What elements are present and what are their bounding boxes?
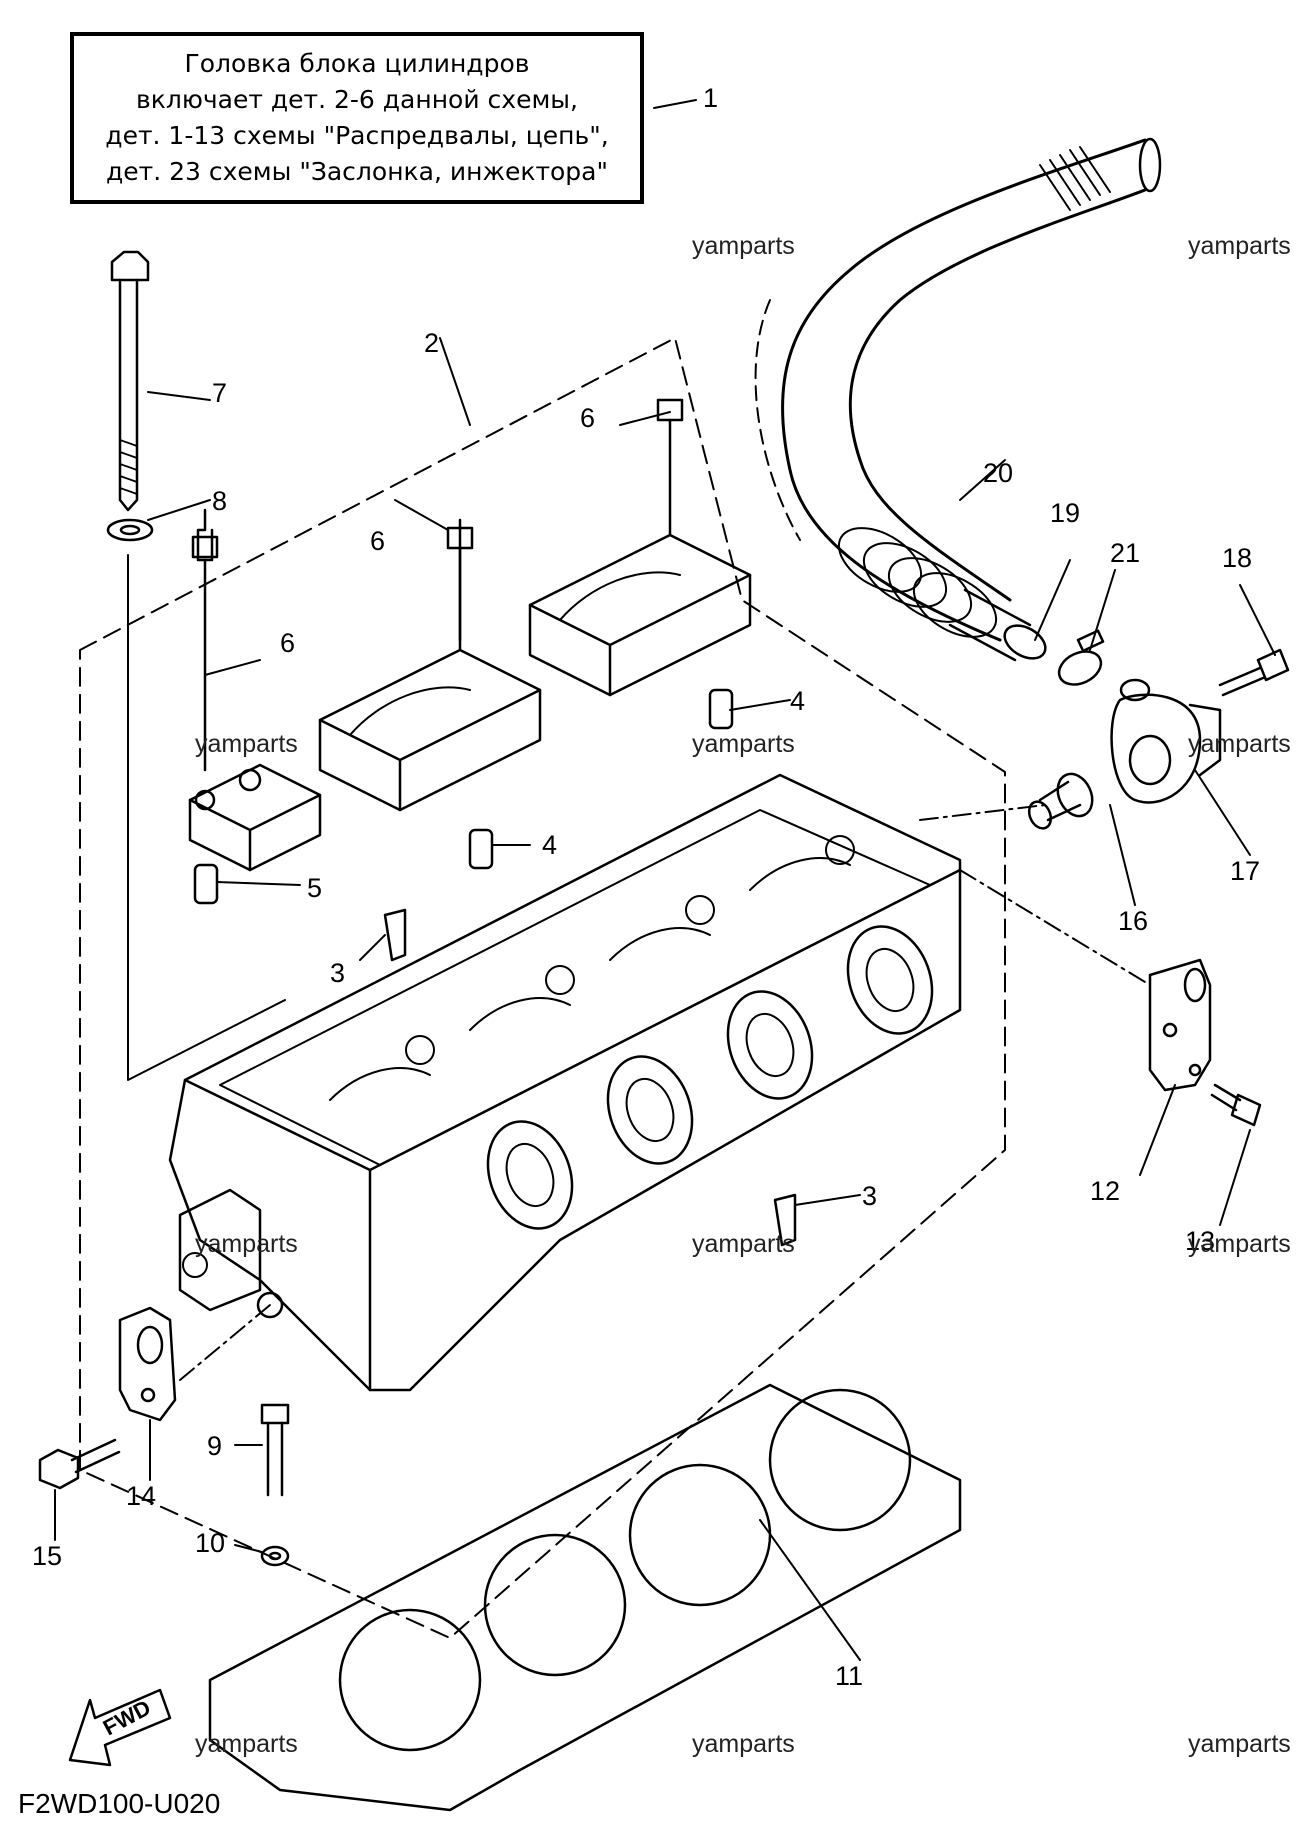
callout-12: 12	[1090, 1176, 1121, 1206]
callout-6: 6	[580, 403, 596, 433]
callout-6: 6	[370, 526, 386, 556]
diagram-code: F2WD100-U020	[18, 1788, 221, 1819]
watermark: yamparts	[1188, 730, 1291, 758]
callout-2: 2	[424, 328, 440, 358]
watermark: yamparts	[692, 730, 795, 758]
cam-cap-rear	[528, 398, 752, 697]
callout-11: 11	[835, 1661, 864, 1691]
watermark: yamparts	[1188, 1730, 1291, 1758]
watermark: yamparts	[692, 1230, 795, 1258]
bolt-18	[1218, 648, 1290, 697]
note-line: дет. 1-13 схемы "Распредвалы, цепь",	[105, 121, 609, 150]
bracket-plate-14	[118, 1306, 177, 1422]
thermostat-housing	[1110, 678, 1222, 804]
leader-lines	[54, 99, 1276, 1661]
note-line: Головка блока цилиндров	[184, 49, 530, 78]
breather-hose	[754, 137, 1162, 662]
watermark: yamparts	[195, 730, 298, 758]
bracket-plate-12	[1148, 958, 1212, 1092]
callout-4: 4	[542, 830, 558, 860]
callout-3: 3	[330, 958, 346, 988]
callout-18: 18	[1222, 543, 1253, 573]
callout-10: 10	[195, 1528, 226, 1558]
watermark: yamparts	[195, 1730, 298, 1758]
dowel-pins	[193, 688, 734, 905]
callout-3: 3	[862, 1181, 878, 1211]
callout-1: 1	[703, 83, 719, 113]
assembly-dashed-outline	[79, 337, 1006, 1639]
callout-16: 16	[1118, 906, 1149, 936]
cam-cap-middle	[318, 518, 542, 812]
callout-19: 19	[1050, 498, 1081, 528]
note-line: дет. 23 схемы "Заслонка, инжектора"	[105, 157, 608, 186]
note-box: Головка блока цилиндров включает дет. 2-…	[70, 32, 644, 204]
watermark: yamparts	[692, 1730, 795, 1758]
head-bolt	[106, 250, 286, 1081]
callout-21: 21	[1110, 538, 1141, 568]
bolt-9	[260, 1403, 290, 1567]
guide-pins	[383, 908, 797, 1247]
callout-13: 13	[1185, 1226, 1216, 1256]
callout-14: 14	[126, 1481, 157, 1511]
note-line: включает дет. 2-6 данной схемы,	[136, 85, 578, 114]
fwd-arrow-icon	[68, 1688, 172, 1767]
cylinder-head	[168, 773, 962, 1392]
callout-15: 15	[32, 1541, 63, 1571]
callout-7: 7	[212, 378, 228, 408]
callout-8: 8	[212, 486, 228, 516]
callout-17: 17	[1230, 856, 1261, 886]
callout-5: 5	[307, 873, 323, 903]
watermark: yamparts	[1188, 1230, 1291, 1258]
callout-4: 4	[790, 686, 806, 716]
callout-9: 9	[207, 1431, 223, 1461]
callout-6: 6	[280, 628, 296, 658]
watermark: yamparts	[1188, 232, 1291, 260]
watermark: yamparts	[692, 232, 795, 260]
bolt-13	[1210, 1083, 1262, 1127]
callout-20: 20	[983, 458, 1014, 488]
watermark: yamparts	[195, 1230, 298, 1258]
hose-clamp	[1057, 629, 1105, 686]
head-gasket	[208, 1383, 962, 1812]
bolt-15	[38, 1438, 121, 1490]
thermostat	[1027, 772, 1094, 830]
cam-cap-small	[188, 508, 322, 872]
